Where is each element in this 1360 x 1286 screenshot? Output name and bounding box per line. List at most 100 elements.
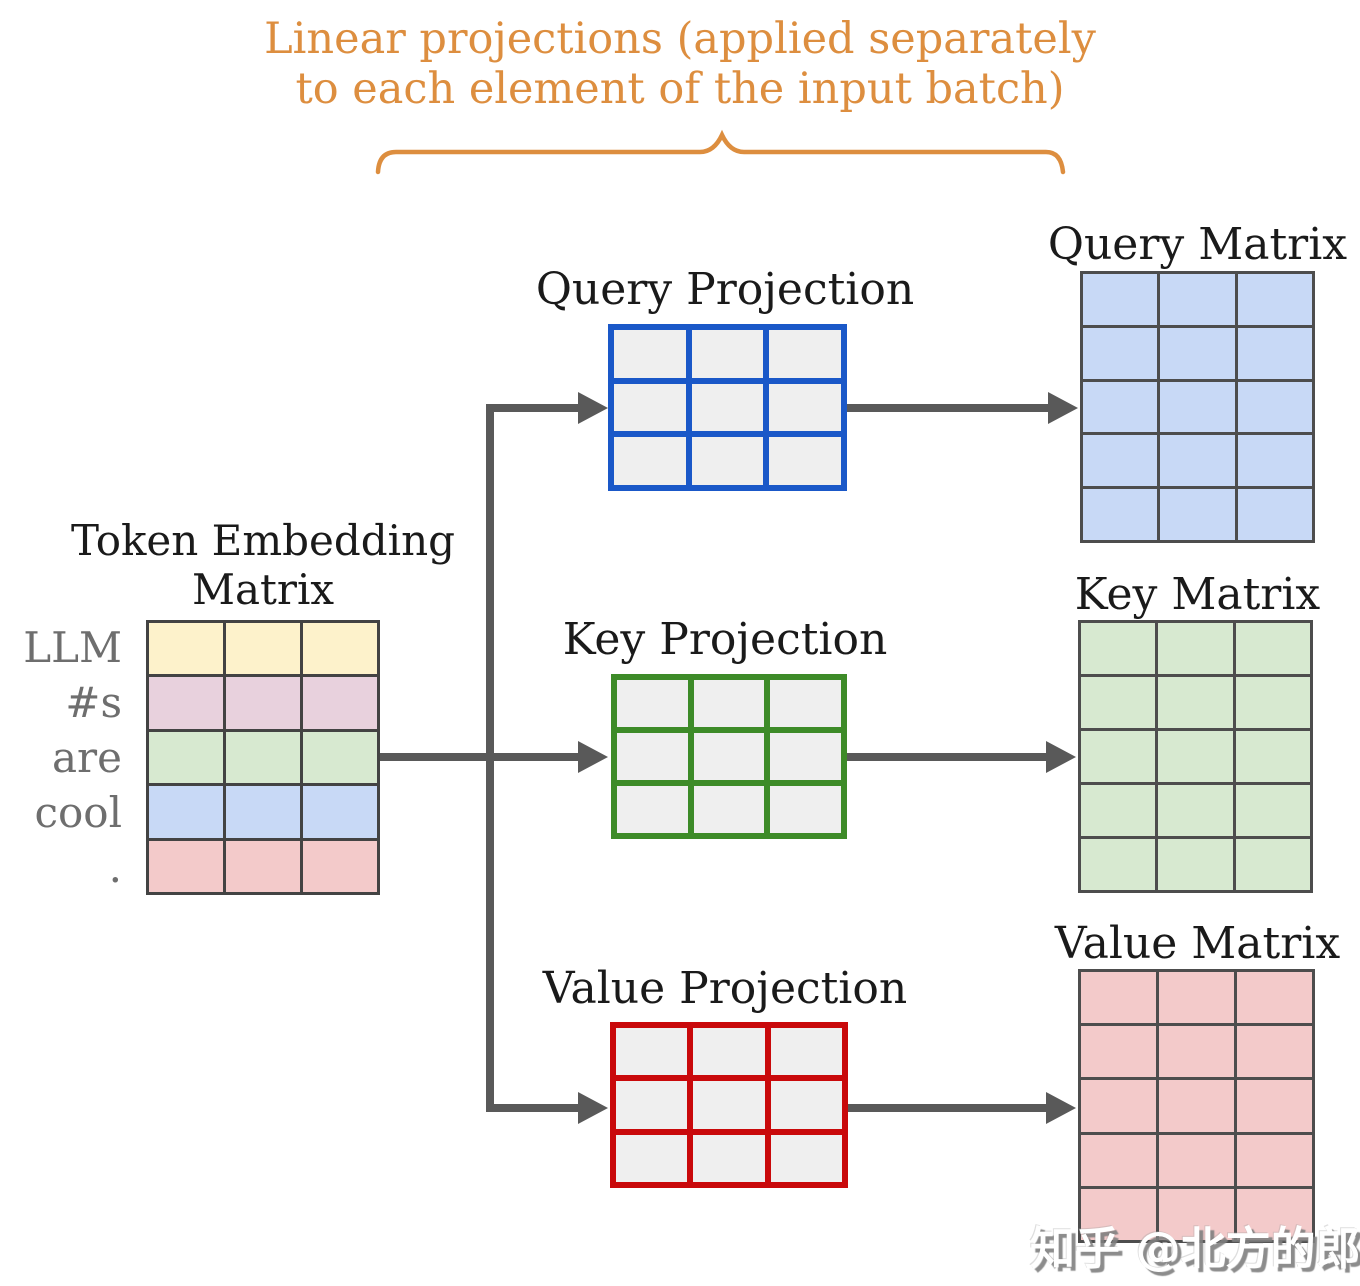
matrix-cell	[693, 680, 765, 727]
matrix-cell	[1081, 623, 1156, 674]
matrix-cell	[303, 623, 377, 675]
matrix-cell	[1237, 1134, 1312, 1186]
matrix-cell	[1160, 381, 1235, 433]
key-matrix-title: Key Matrix	[1074, 569, 1321, 620]
matrix-cell	[770, 1134, 842, 1182]
matrix-cell	[226, 731, 300, 784]
matrix-cell	[616, 1081, 688, 1129]
matrix-cell	[1081, 972, 1156, 1024]
matrix-cell	[614, 330, 686, 378]
matrix-cell	[617, 680, 688, 727]
matrix-cell	[614, 383, 686, 432]
matrix-cell	[1237, 489, 1312, 540]
matrix-cell	[1083, 489, 1158, 540]
matrix-cell	[1159, 1080, 1234, 1132]
arrowhead-query-matrix	[1048, 392, 1078, 424]
matrix-cell	[1158, 731, 1233, 782]
matrix-cell	[1237, 274, 1312, 325]
matrix-cell	[303, 786, 377, 838]
matrix-cell	[1083, 435, 1158, 487]
matrix-cell	[1235, 839, 1310, 890]
matrix-cell	[1081, 785, 1156, 836]
matrix-cell	[1083, 327, 1158, 379]
matrix-cell	[693, 1134, 765, 1182]
value-matrix	[1078, 969, 1315, 1243]
matrix-cell	[149, 731, 223, 784]
token-label-llm: LLM	[23, 623, 122, 672]
matrix-cell	[1158, 623, 1233, 674]
matrix-cell	[693, 1028, 765, 1076]
matrix-cell	[1158, 677, 1233, 728]
matrix-cell	[303, 677, 377, 729]
curly-brace-icon	[375, 129, 1066, 175]
matrix-cell	[617, 786, 688, 833]
matrix-cell	[149, 677, 223, 729]
token-embedding-title: Token Embedding Matrix	[70, 516, 456, 614]
matrix-cell	[1160, 274, 1235, 325]
query-projection-matrix	[608, 324, 847, 491]
matrix-cell	[691, 437, 764, 485]
token-label-dot: .	[108, 843, 122, 892]
arrowhead-key-projection	[578, 741, 608, 773]
matrix-cell	[1237, 327, 1312, 379]
matrix-cell	[1237, 435, 1312, 487]
matrix-cell	[1081, 731, 1156, 782]
matrix-cell	[769, 330, 841, 378]
matrix-cell	[616, 1028, 688, 1076]
matrix-cell	[1235, 677, 1310, 728]
matrix-cell	[1081, 1134, 1156, 1186]
matrix-cell	[1235, 731, 1310, 782]
matrix-cell	[1081, 839, 1156, 890]
token-embedding-title-line1: Token Embedding	[70, 516, 456, 565]
matrix-cell	[1160, 435, 1235, 487]
matrix-cell	[1081, 1080, 1156, 1132]
matrix-cell	[769, 437, 841, 485]
matrix-cell	[1160, 327, 1235, 379]
header-caption: Linear projections (applied separately t…	[0, 14, 1360, 114]
matrix-cell	[226, 623, 300, 675]
matrix-cell	[1235, 623, 1310, 674]
matrix-cell	[226, 786, 300, 838]
token-label-hash: #s	[65, 678, 122, 727]
matrix-cell	[226, 840, 300, 892]
matrix-cell	[1081, 1026, 1156, 1078]
matrix-cell	[769, 383, 841, 432]
watermark: 知乎 @北方的郎	[1030, 1222, 1360, 1275]
matrix-cell	[770, 1028, 842, 1076]
arrowhead-key-matrix	[1046, 741, 1076, 773]
matrix-cell	[693, 786, 765, 833]
matrix-cell	[149, 840, 223, 892]
token-label-are: are	[52, 733, 122, 782]
matrix-cell	[303, 731, 377, 784]
matrix-cell	[1159, 1188, 1234, 1240]
value-matrix-title: Value Matrix	[1054, 918, 1341, 969]
value-projection-title: Value Projection	[542, 963, 908, 1014]
matrix-cell	[1159, 1026, 1234, 1078]
key-matrix	[1078, 620, 1313, 893]
matrix-cell	[616, 1134, 688, 1182]
query-matrix	[1080, 271, 1315, 543]
matrix-cell	[691, 330, 764, 378]
matrix-cell	[691, 383, 764, 432]
matrix-cell	[1237, 1080, 1312, 1132]
arrowhead-query-projection	[578, 392, 608, 424]
matrix-cell	[770, 786, 841, 833]
matrix-cell	[770, 680, 841, 727]
key-projection-title: Key Projection	[562, 614, 888, 665]
matrix-cell	[1159, 972, 1234, 1024]
token-label-cool: cool	[34, 788, 122, 837]
matrix-cell	[303, 840, 377, 892]
matrix-cell	[1158, 785, 1233, 836]
matrix-cell	[1083, 274, 1158, 325]
matrix-cell	[1235, 785, 1310, 836]
matrix-cell	[1158, 839, 1233, 890]
matrix-cell	[1237, 1188, 1312, 1240]
matrix-cell	[1083, 381, 1158, 433]
key-projection-matrix	[611, 674, 847, 839]
token-embedding-matrix	[146, 620, 380, 895]
query-projection-title: Query Projection	[535, 264, 915, 315]
matrix-cell	[1159, 1134, 1234, 1186]
matrix-cell	[1237, 1026, 1312, 1078]
token-embedding-title-line2: Matrix	[191, 565, 335, 614]
